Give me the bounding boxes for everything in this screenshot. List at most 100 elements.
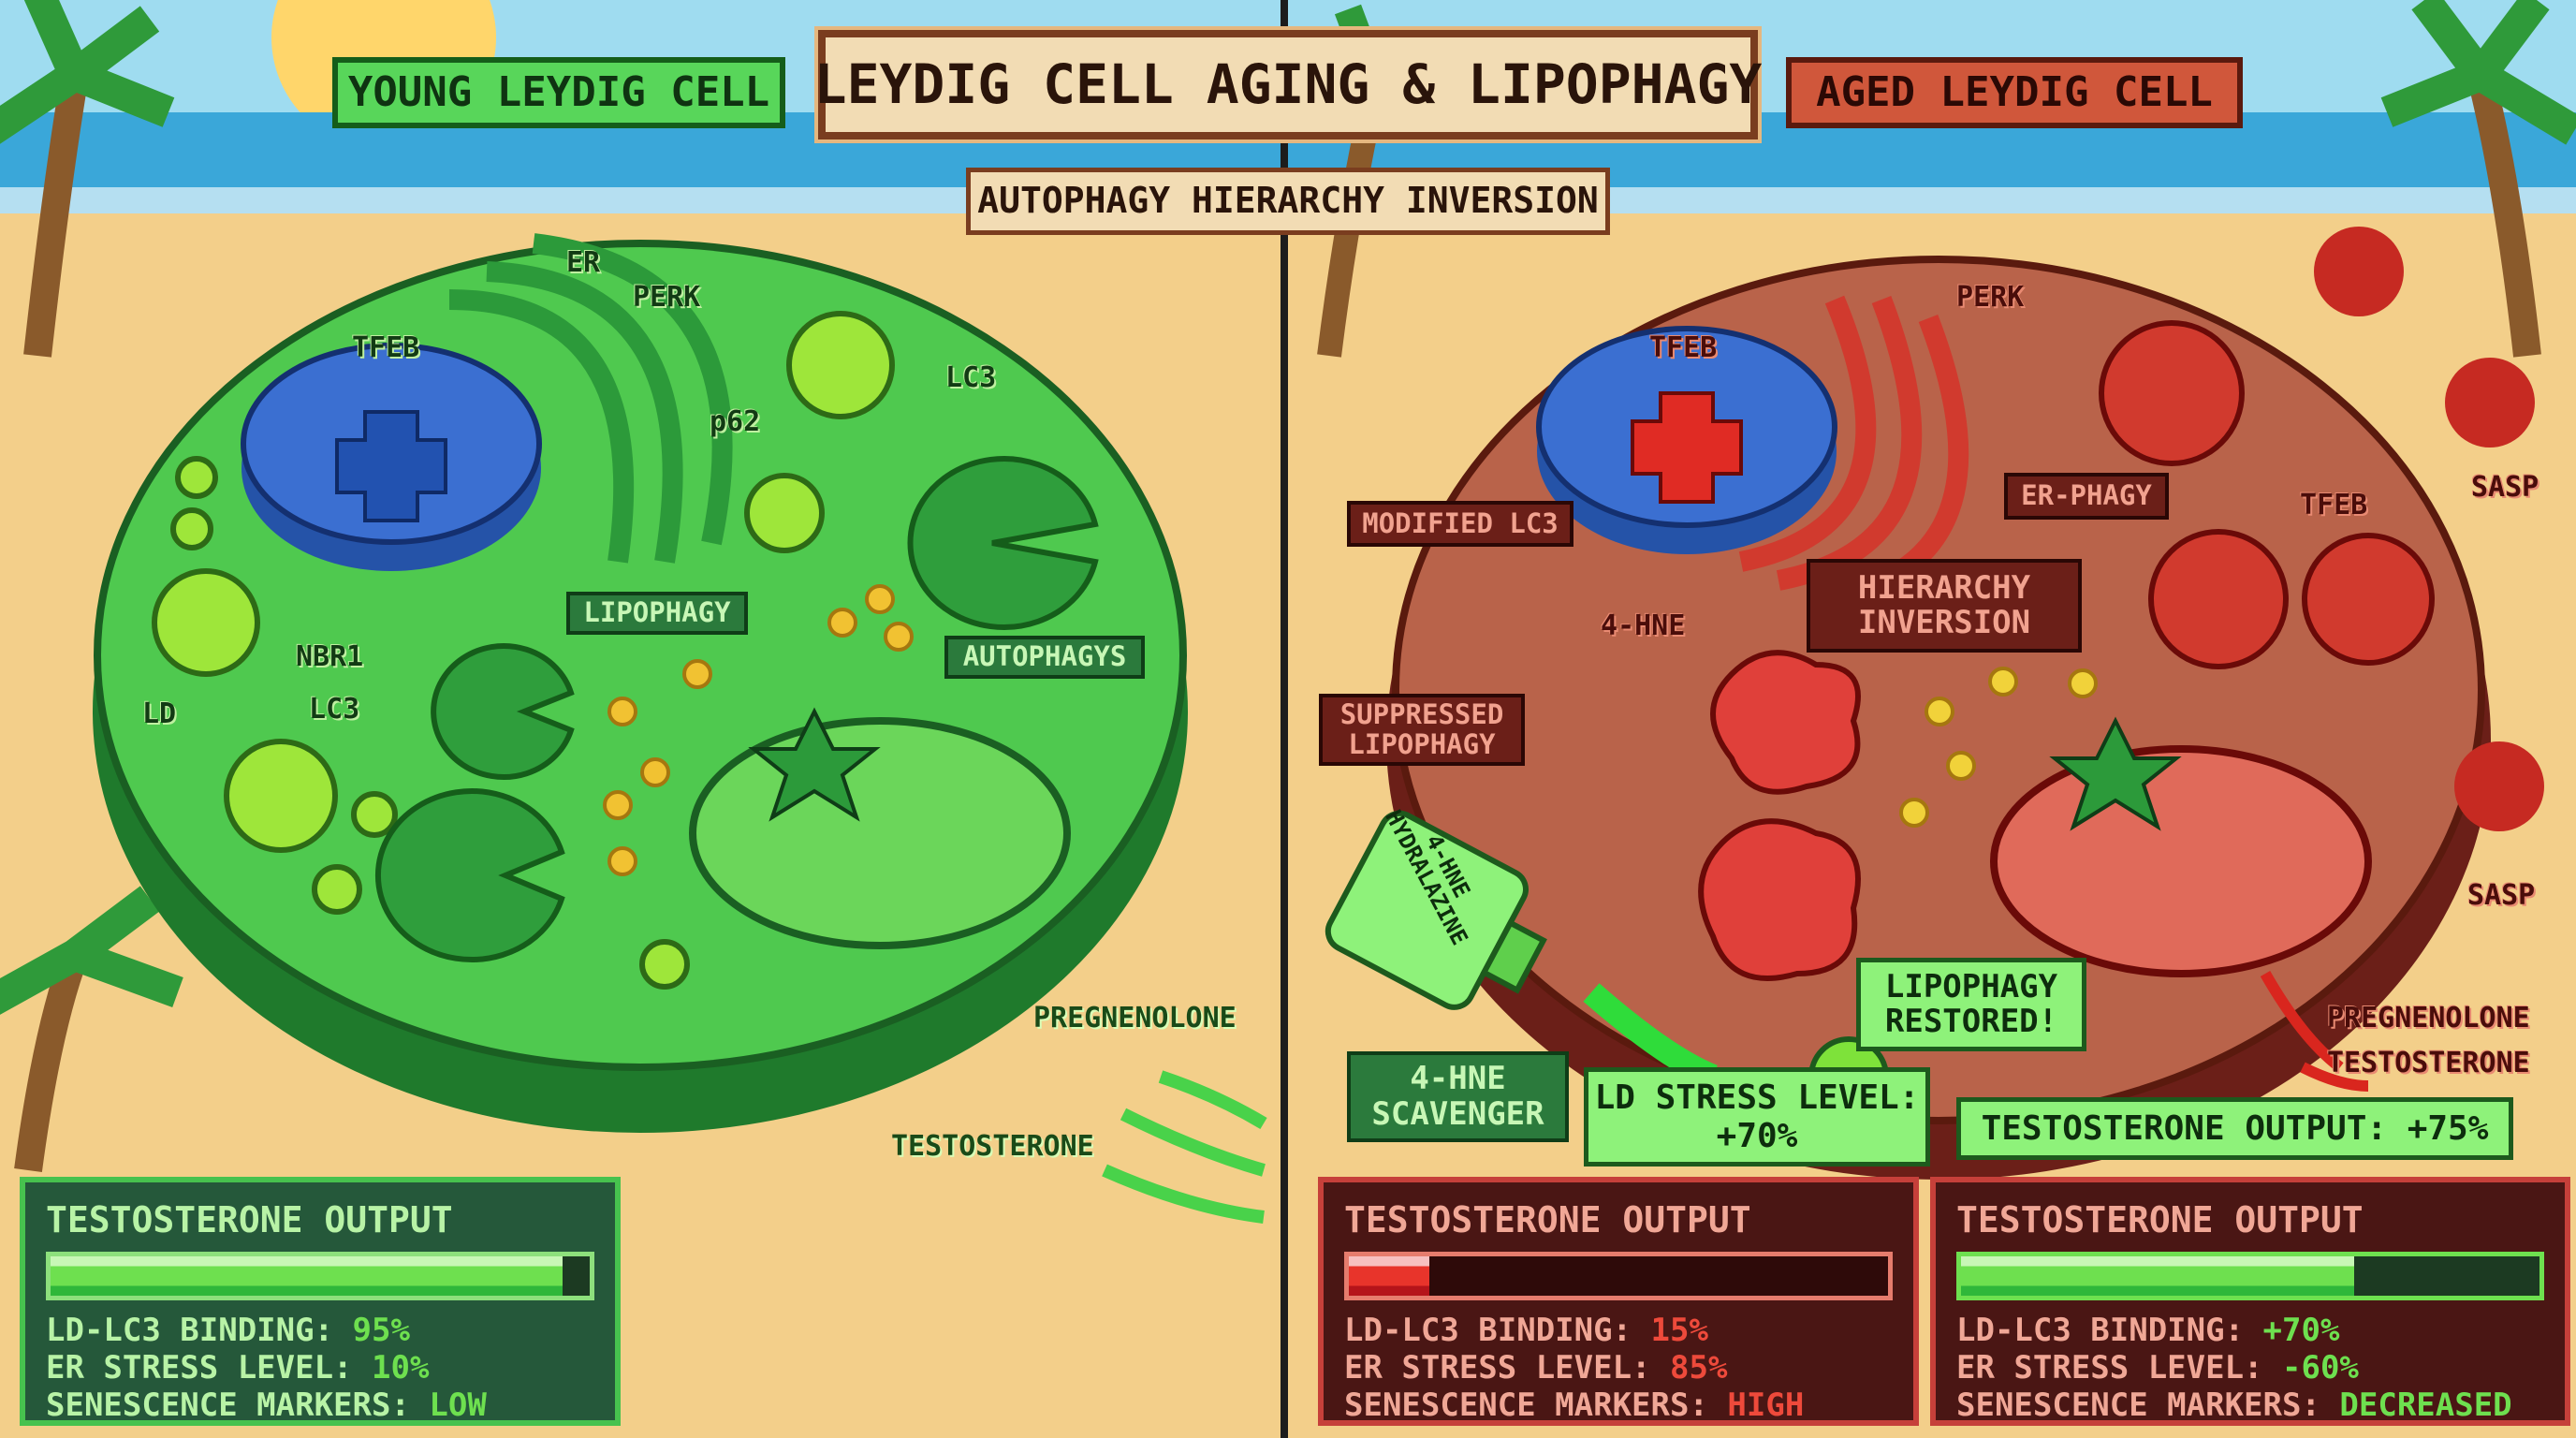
treated-stats-panel: TESTOSTERONE OUTPUT LD-LC3 BINDING: +70%…: [1930, 1177, 2570, 1426]
stat-row: LD-LC3 BINDING: 15%: [1344, 1312, 1893, 1349]
stat-row: SENESCENCE MARKERS: HIGH: [1344, 1387, 1893, 1424]
panel-heading: TESTOSTERONE OUTPUT: [46, 1199, 453, 1240]
skull-icon: [2314, 227, 2544, 831]
stat-label: LD-LC3 BINDING:: [1344, 1312, 1632, 1349]
er-phagy-tag: ER-PHAGY: [2004, 473, 2169, 520]
output-bar-fill: [1349, 1256, 1430, 1296]
stat-value: 15%: [1650, 1312, 1708, 1349]
stat-row: ER STRESS LEVEL: 85%: [1344, 1349, 1893, 1387]
aged-stats-panel: TESTOSTERONE OUTPUT LD-LC3 BINDING: 15% …: [1318, 1177, 1919, 1426]
lipid-droplets: [152, 311, 895, 990]
warning-line-2: INVERSION: [1857, 604, 2031, 641]
subtitle: AUTOPHAGY HIERARCHY INVERSION: [966, 168, 1610, 235]
output-bar: [46, 1252, 594, 1300]
testosterone-callout: TESTOSTERONE OUTPUT: +75%: [1956, 1097, 2513, 1160]
label-sasp: SASP: [2471, 471, 2539, 504]
ld-stress-callout: LD STRESS LEVEL: +70%: [1584, 1067, 1930, 1167]
tag-line-2: SCAVENGER: [1371, 1094, 1544, 1133]
aged-cell-label: AGED LEYDIG CELL: [1786, 57, 2243, 128]
label-lc3-left: LC3: [309, 693, 360, 726]
stat-label: ER STRESS LEVEL:: [46, 1349, 353, 1387]
tag-line-1: LIPOPHAGY: [1884, 967, 2058, 1005]
er-membranes: [448, 233, 733, 564]
stat-row: LD-LC3 BINDING: +70%: [1956, 1312, 2544, 1349]
divider: [1281, 0, 1288, 1438]
hydralazine-bottle: [1325, 810, 1547, 1010]
plus-icon: [335, 410, 447, 522]
lipophagy-restored-callout: LIPOPHAGY RESTORED!: [1856, 958, 2086, 1051]
stat-value: -60%: [2282, 1349, 2359, 1387]
young-stats-panel: TESTOSTERONE OUTPUT LD-LC3 BINDING: 95% …: [20, 1177, 621, 1426]
stat-row: SENESCENCE MARKERS: LOW: [46, 1387, 594, 1424]
damaged-autophagosomes: [2099, 320, 2435, 669]
lipophagy-tag: LIPOPHAGY: [566, 592, 748, 635]
label-pregnenolone: PREGNENOLONE: [2327, 1002, 2530, 1034]
cholesterol-particles: [603, 584, 914, 876]
palm-tree-icon: [0, 886, 183, 1172]
output-arrows: [2260, 971, 2369, 1092]
star-icon: [2049, 716, 2182, 831]
label-nbr1: NBR1: [296, 640, 364, 673]
stat-label: SENESCENCE MARKERS:: [1344, 1387, 1708, 1424]
suppressed-lipophagy-tag: SUPPRESSED LIPOPHAGY: [1319, 694, 1525, 766]
young-cell-label: YOUNG LEYDIG CELL: [332, 57, 785, 128]
label-tfeb: TFEB: [1649, 331, 1718, 364]
lipid-droplets-aggregated: [1698, 650, 1861, 981]
stat-value: 95%: [352, 1312, 410, 1349]
stat-row: LD-LC3 BINDING: 95%: [46, 1312, 594, 1349]
label-perk: PERK: [633, 281, 701, 314]
stat-label: LD-LC3 BINDING:: [1956, 1312, 2245, 1349]
palm-tree-icon: [2380, 0, 2576, 358]
stat-value: 85%: [1670, 1349, 1728, 1387]
tag-line-1: SUPPRESSED: [1339, 697, 1504, 730]
tag-line-1: 4-HNE: [1410, 1060, 1506, 1098]
stat-row: ER STRESS LEVEL: 10%: [46, 1349, 594, 1387]
panel-heading: TESTOSTERONE OUTPUT: [1956, 1199, 2364, 1240]
mitochondrion-damaged: [1990, 745, 2372, 977]
stat-value: DECREASED: [2339, 1387, 2512, 1424]
modified-lc3-tag: MODIFIED LC3: [1347, 501, 1573, 547]
hierarchy-inversion-warning: HIERARCHY INVERSION: [1807, 559, 2082, 653]
stat-value: 10%: [372, 1349, 430, 1387]
plus-icon: [1631, 391, 1743, 504]
tag-line-2: LIPOPHAGY: [1348, 727, 1496, 760]
tag-line-2: RESTORED!: [1884, 1003, 2058, 1040]
warning-line-1: HIERARCHY: [1857, 568, 2031, 607]
label-perk: PERK: [1956, 281, 2025, 314]
output-bar-fill: [1961, 1256, 2355, 1296]
stat-label: SENESCENCE MARKERS:: [46, 1387, 410, 1424]
stat-value: +70%: [2262, 1312, 2340, 1349]
output-arrows: [1102, 1070, 1267, 1224]
label-ld: LD: [142, 697, 177, 730]
stat-label: LD-LC3 BINDING:: [46, 1312, 334, 1349]
label-tfeb: TFEB: [352, 331, 420, 364]
mitochondrion: [689, 717, 1071, 949]
label-4-hne: 4-HNE: [1601, 609, 1686, 642]
stat-value: LOW: [429, 1387, 487, 1424]
output-bar-fill: [51, 1256, 564, 1296]
label-lc3: LC3: [945, 361, 997, 394]
label-p62: p62: [710, 405, 761, 438]
cholesterol-particles: [1899, 667, 2098, 828]
autophagys-tag: AUTOPHAGYS: [944, 636, 1145, 679]
stat-label: ER STRESS LEVEL:: [1956, 1349, 2263, 1387]
stat-label: SENESCENCE MARKERS:: [1956, 1387, 2320, 1424]
stat-row: SENESCENCE MARKERS: DECREASED: [1956, 1387, 2544, 1424]
label-pregnenolone: PREGNENOLONE: [1033, 1002, 1237, 1034]
label-testosterone: TESTOSTERONE: [2327, 1047, 2530, 1079]
hne-scavenger-tag: 4-HNE SCAVENGER: [1347, 1051, 1569, 1142]
output-bar: [1344, 1252, 1893, 1300]
label-tfeb-right: TFEB: [2300, 489, 2368, 521]
star-icon: [748, 707, 881, 822]
autophagosomes: [375, 456, 1099, 962]
output-bar: [1956, 1252, 2544, 1300]
page-title: LEYDIG CELL AGING & LIPOPHAGY: [814, 30, 1762, 139]
stat-value: HIGH: [1727, 1387, 1805, 1424]
label-testosterone: TESTOSTERONE: [891, 1130, 1094, 1163]
palm-tree-icon: [0, 0, 175, 358]
stat-row: ER STRESS LEVEL: -60%: [1956, 1349, 2544, 1387]
label-er: ER: [566, 246, 601, 279]
stat-label: ER STRESS LEVEL:: [1344, 1349, 1651, 1387]
label-sasp: SASP: [2467, 879, 2536, 912]
